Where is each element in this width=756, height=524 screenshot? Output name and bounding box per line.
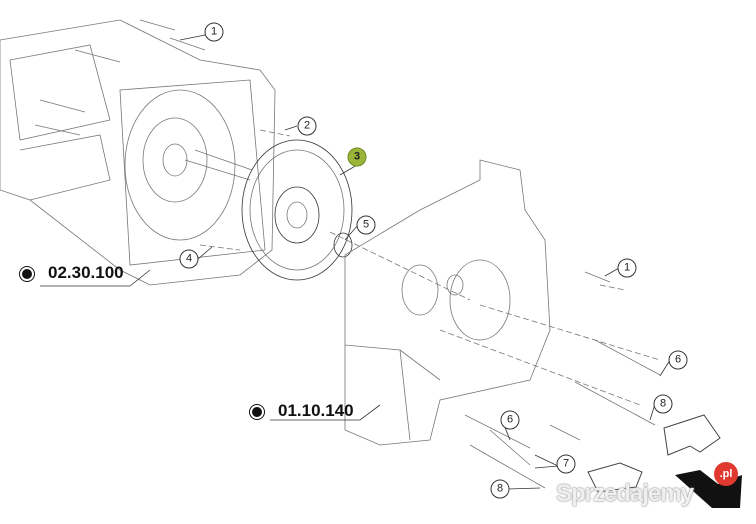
callout-5[interactable]: 5 <box>356 215 376 235</box>
view-icon <box>250 405 264 419</box>
callout-8[interactable]: 8 <box>653 394 673 414</box>
arrow-outline-left <box>587 462 643 493</box>
view-icon <box>20 267 34 281</box>
transmission-housing-right <box>344 159 551 446</box>
callout-2[interactable]: 2 <box>297 116 317 136</box>
arrow-outline-right <box>663 414 721 456</box>
callout-4[interactable]: 4 <box>179 249 199 269</box>
arrow-solid <box>675 470 742 508</box>
reference-link-left[interactable]: 02.30.100 <box>48 263 124 282</box>
callout-6[interactable]: 6 <box>668 350 688 370</box>
clutch-pressure-plate <box>241 139 353 281</box>
transmission-housing-left <box>0 19 276 286</box>
callout-1[interactable]: 1 <box>204 22 224 42</box>
callout-3-highlighted[interactable]: 3 <box>347 147 367 167</box>
callout-1b[interactable]: 1 <box>617 258 637 278</box>
reference-link-right[interactable]: 01.10.140 <box>278 401 354 420</box>
callout-7[interactable]: 7 <box>556 454 576 474</box>
callout-8b[interactable]: 8 <box>490 479 510 499</box>
watermark-text: Sprzedajemy <box>556 480 694 507</box>
callout-6b[interactable]: 6 <box>500 410 520 430</box>
watermark-badge: .pl <box>714 462 738 486</box>
